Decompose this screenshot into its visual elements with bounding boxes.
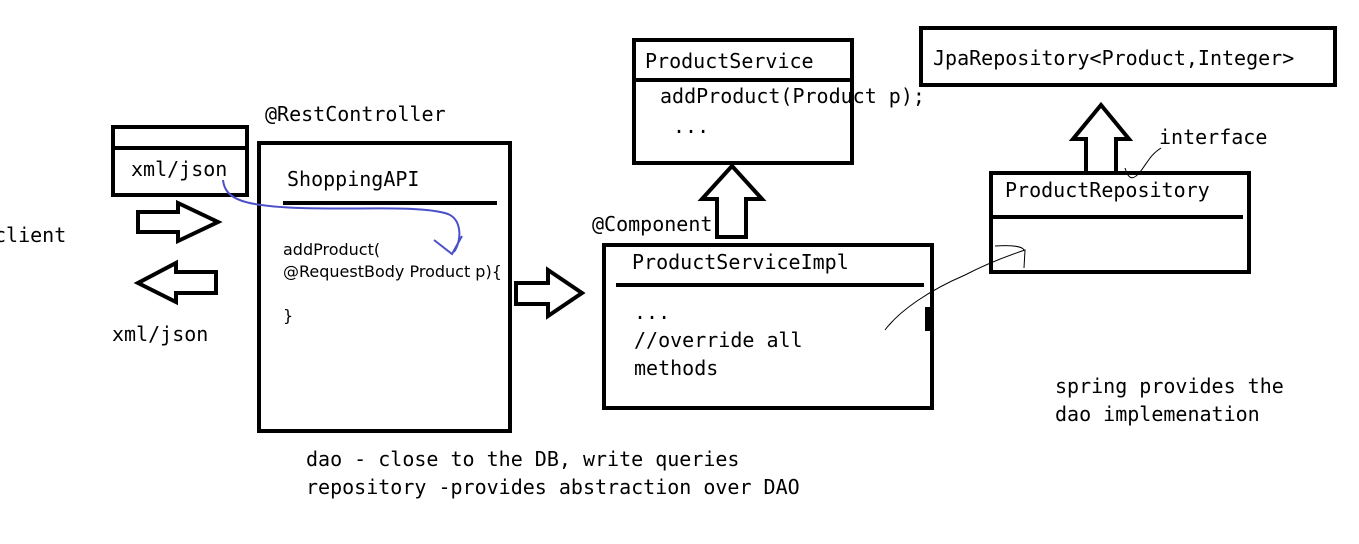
request-flow-arrowhead xyxy=(433,235,463,256)
dao-note: dao - close to the DB, write queries xyxy=(306,447,740,471)
product-repository-box xyxy=(989,171,1251,274)
controller-name: ShoppingAPI xyxy=(287,167,420,191)
request-arrow xyxy=(136,199,223,245)
response-format-label: xml/json xyxy=(112,322,209,346)
product-repository-name: ProductRepository xyxy=(1005,178,1210,202)
shopping-api-box xyxy=(257,141,512,433)
service-method-1: addProduct(Product p); xyxy=(660,84,925,108)
api-to-impl-arrow xyxy=(514,266,586,320)
impl-name: ProductServiceImpl xyxy=(632,250,849,274)
controller-body-line-1: addProduct( xyxy=(283,240,381,259)
impl-annotation: @Component xyxy=(592,212,713,236)
controller-body-line-4: } xyxy=(283,306,294,325)
interface-pointer-line xyxy=(1124,147,1162,179)
repository-note: repository -provides abstraction over DA… xyxy=(306,475,800,499)
controller-body-line-2: @RequestBody Product p){ xyxy=(283,262,502,281)
impl-body-line-1: ... xyxy=(634,300,671,324)
client-label: client xyxy=(0,223,67,247)
repository-hook-mark xyxy=(994,245,1025,251)
impl-body-line-2: //override all xyxy=(634,328,803,352)
product-service-box xyxy=(632,38,854,165)
interface-note: interface xyxy=(1159,125,1268,149)
jpa-repository-name: JpaRepository<Product,Integer> xyxy=(933,46,1295,70)
spring-note-line-2: dao implemenation xyxy=(1055,402,1260,426)
spring-note-line-1: spring provides the xyxy=(1055,374,1284,398)
impl-to-repository-line xyxy=(884,249,1026,331)
response-arrow xyxy=(133,259,218,306)
request-box xyxy=(111,125,249,197)
service-interface-name: ProductService xyxy=(645,49,814,73)
impl-connector-mark xyxy=(925,307,933,331)
jpa-repository-box xyxy=(919,26,1337,87)
impl-to-service-arrow xyxy=(697,163,767,239)
request-format-label: xml/json xyxy=(131,157,228,181)
repo-to-jpa-arrow xyxy=(1068,101,1134,172)
service-method-2: ... xyxy=(673,114,710,138)
impl-body-line-3: methods xyxy=(634,356,719,380)
controller-annotation: @RestController xyxy=(265,102,446,126)
request-flow-curve xyxy=(222,179,461,253)
